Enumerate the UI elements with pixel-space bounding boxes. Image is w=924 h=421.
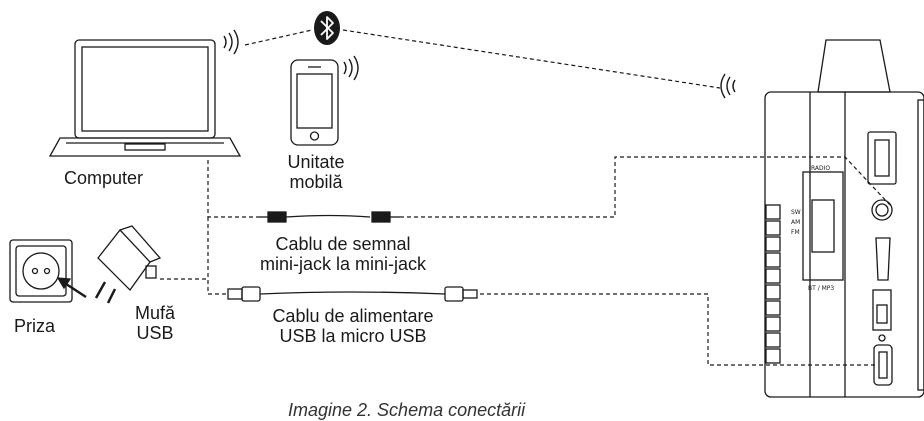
signal-cable-label: Cablu de semnal mini-jack la mini-jack [228, 234, 458, 274]
smartphone-icon [290, 59, 339, 146]
signal-cable-label-line1: Cablu de semnal [275, 234, 411, 254]
usb-plug-label: Mufă USB [120, 303, 190, 343]
power-cable-label-line2: USB la micro USB [279, 326, 427, 346]
radio-device-icon [764, 39, 924, 398]
usb-plug-label-line1: Mufă [134, 303, 176, 323]
bt-mp3-label: BT / MP3 [808, 285, 834, 292]
wireless-signal-icon [223, 29, 736, 99]
signal-cable-label-line2: mini-jack la mini-jack [259, 254, 427, 274]
socket-label: Priza [14, 316, 56, 336]
power-cable-label-line1: Cablu de alimentare [272, 306, 434, 326]
power-cable-label: Cablu de alimentare USB la micro USB [238, 306, 468, 346]
computer-label: Computer [64, 168, 144, 188]
usb-cable-icon [227, 286, 478, 302]
usb-charger-icon [94, 225, 162, 304]
mobile-label-line1: Unitate [287, 152, 345, 172]
mobile-label: Unitate mobilă [268, 152, 364, 192]
mobile-label-line2: mobilă [289, 172, 343, 192]
radio-mode-label: RADIO [811, 165, 830, 172]
am-label: AM [791, 219, 800, 226]
minijack-cable-icon [258, 211, 400, 223]
usb-plug-label-line2: USB [136, 323, 174, 343]
connection-lines [160, 29, 891, 366]
figure-caption: Imagine 2. Schema conectării [288, 400, 526, 420]
wall-socket-icon [9, 239, 87, 303]
fm-label: FM [791, 229, 800, 236]
laptop-icon [48, 39, 242, 157]
bluetooth-icon [314, 11, 340, 45]
sw-label: SW [791, 209, 801, 216]
